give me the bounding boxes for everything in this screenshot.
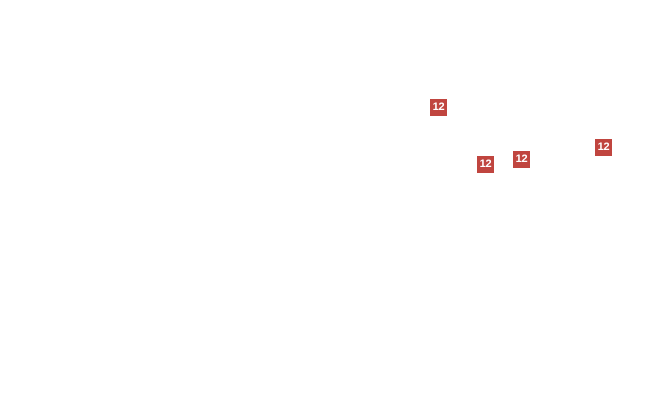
cluster-marker-1[interactable]: 12	[430, 99, 447, 116]
cluster-marker-3[interactable]: 12	[513, 151, 530, 168]
cluster-marker-4[interactable]: 12	[595, 139, 612, 156]
cluster-marker-2[interactable]: 12	[477, 156, 494, 173]
